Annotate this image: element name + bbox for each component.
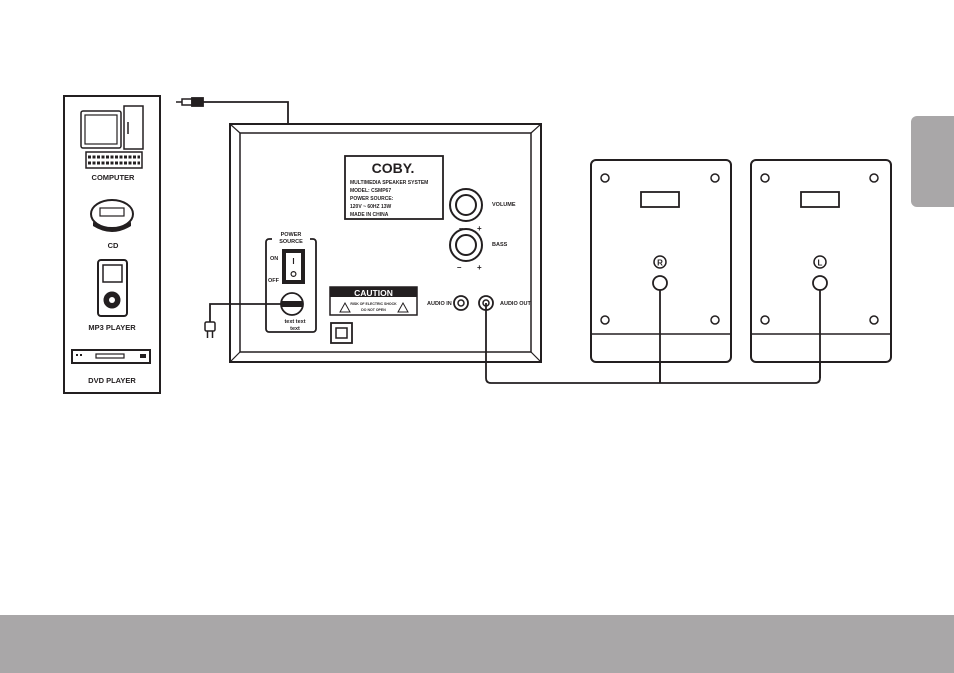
spec-line-5: MADE IN CHINA	[350, 212, 389, 218]
left-satellite-speaker: L	[751, 160, 891, 362]
dvd-player-label: DVD PLAYER	[88, 376, 136, 385]
diagram-text: –	[457, 263, 462, 272]
cd-label: CD	[108, 241, 119, 250]
mp3-player-label: MP3 PLAYER	[88, 323, 136, 332]
power-switch[interactable]: I	[282, 249, 305, 284]
right-channel-label: R	[657, 259, 663, 268]
spec-line-4: 120V ~ 60HZ 13W	[350, 204, 392, 210]
dvd-player-icon	[72, 350, 150, 363]
caution-label: CAUTION RISK OF ELECTRIC SHOCK DO NOT OP…	[330, 287, 417, 315]
volume-label: VOLUME	[492, 202, 516, 208]
mp3-player-icon	[98, 260, 127, 316]
diagram-text: CAUTION	[354, 288, 393, 298]
left-channel-label: L	[818, 259, 823, 268]
power-source-panel: POWER SOURCE ON OFF I text text text	[266, 232, 316, 332]
spec-line-3: POWER SOURCE:	[350, 196, 394, 202]
power-label: POWER	[281, 232, 302, 238]
spec-label: COBY. MULTIMEDIA SPEAKER SYSTEM MODEL: C…	[345, 156, 443, 219]
diagram-text: +	[477, 224, 482, 233]
audio-out-label: AUDIO OUT	[500, 301, 532, 307]
diagram-text: RISK OF ELECTRIC SHOCK	[350, 302, 397, 306]
fuse-square	[331, 323, 352, 343]
source-label: SOURCE	[279, 239, 303, 245]
brand-logo: COBY.	[372, 160, 415, 176]
power-plug-icon	[205, 322, 215, 338]
computer-label: COMPUTER	[92, 173, 136, 182]
source-devices-panel: COMPUTER CD MP3 PLAYER DVD PLAYER	[64, 96, 160, 393]
on-label: ON	[270, 256, 278, 262]
cd-player-icon	[91, 200, 133, 232]
socket-text-1: text text	[284, 319, 305, 325]
input-plug-icon	[176, 98, 203, 106]
spec-line-2: MODEL: CSMP67	[350, 188, 391, 194]
socket-text-2: text	[290, 326, 300, 332]
diagram-text: +	[477, 263, 482, 272]
diagram-text: DO NOT OPEN	[361, 308, 386, 312]
right-satellite-speaker: R	[591, 160, 731, 362]
audio-in-jack[interactable]	[454, 296, 468, 310]
spec-line-1: MULTIMEDIA SPEAKER SYSTEM	[350, 180, 428, 186]
off-label: OFF	[268, 278, 280, 284]
bass-label: BASS	[492, 242, 508, 248]
diagram-text: I	[292, 257, 294, 266]
audio-in-label: AUDIO IN	[427, 301, 452, 307]
